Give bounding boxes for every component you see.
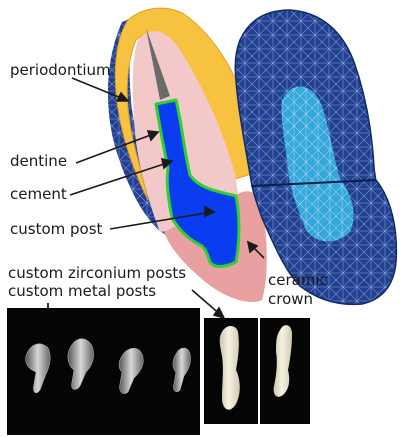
- label-metal-posts: custom metal posts: [8, 282, 156, 300]
- label-ceramic: ceramic: [268, 271, 328, 289]
- metal-posts-photo: [7, 308, 200, 435]
- label-cement: cement: [10, 185, 67, 203]
- label-custom-post: custom post: [10, 220, 103, 238]
- label-crown: crown: [268, 290, 313, 308]
- label-periodontium: periodontium: [10, 61, 111, 79]
- zirconium-posts-photo: [204, 318, 310, 424]
- label-zirconium-posts: custom zirconium posts: [8, 264, 186, 282]
- label-dentine: dentine: [10, 152, 67, 170]
